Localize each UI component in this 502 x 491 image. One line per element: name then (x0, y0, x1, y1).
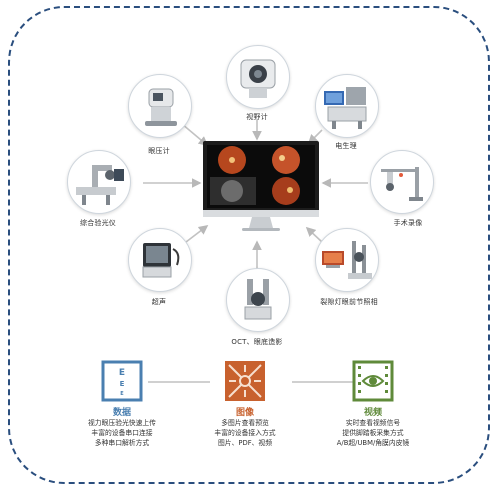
feature-image-line-3: 图片、PDF、视频 (217, 439, 273, 447)
eye-film-icon (352, 360, 394, 402)
feature-video-lines: 实时查看视频信号 提供脚踏板采集方式 A/B超/UBM/角膜内皮镜 (337, 418, 409, 448)
fundus-image-2 (272, 146, 300, 174)
perimeter-label: 视野计 (246, 113, 268, 121)
feature-video-line-1: 实时查看视频信号 (345, 419, 401, 427)
feature-data-line-3: 多种串口解析方式 (94, 439, 150, 447)
slitlamp-label: 裂隙灯眼前节照相 (320, 298, 378, 306)
feature-data-line-1: 视力眼压验光快速上传 (88, 419, 156, 427)
arrow-tonometer (181, 123, 209, 147)
electrophysiology-label: 电生理 (335, 142, 357, 150)
feature-data-lines: 视力眼压验光快速上传 丰富的设备串口连接 多种串口解析方式 (88, 418, 156, 448)
svg-text:E: E (120, 391, 124, 397)
feature-image-lines: 多图片查看预览 丰富的设备接入方式 图片、PDF、视频 (214, 418, 275, 448)
feature-video-line-2: 提供脚踏板采集方式 (342, 429, 404, 437)
divider-left (148, 381, 210, 383)
svg-text:E: E (120, 380, 125, 388)
oct-device (226, 268, 290, 332)
central-monitor (203, 141, 319, 231)
refraction-unit-device (67, 150, 131, 214)
feature-image-line-1: 多图片查看预览 (221, 419, 269, 427)
feature-data-line-2: 丰富的设备串口连接 (91, 429, 153, 437)
divider-right (292, 381, 354, 383)
slitlamp-device (315, 228, 379, 292)
fundus-image-3 (272, 177, 300, 205)
arrow-ultrasound (185, 225, 209, 243)
arrow-slitlamp (305, 226, 323, 243)
refraction-unit-label: 综合验光仪 (80, 219, 116, 227)
feature-video-title: 视频 (363, 408, 383, 418)
tonometer-icon (145, 88, 177, 126)
electrophysiology-device (315, 74, 379, 138)
feature-image-title: 图像 (235, 408, 255, 418)
svg-text:E: E (119, 368, 125, 378)
surgery-recording-device (370, 150, 434, 214)
tonometer-label: 眼压计 (148, 147, 170, 155)
dashed-frame (8, 6, 490, 484)
oct-label: OCT、眼底造影 (231, 338, 283, 346)
tonometer-device (128, 74, 192, 138)
feature-data-title: 数据 (112, 408, 132, 418)
electrophysiology-icon (324, 87, 367, 129)
perimeter-device (226, 45, 290, 109)
slitlamp-icon (322, 241, 372, 279)
feature-video-line-3: A/B超/UBM/角膜内皮镜 (336, 439, 410, 447)
ultrasound-device (128, 228, 192, 292)
surgical-microscope-icon (381, 167, 423, 201)
surgery-recording-label: 手术录像 (393, 219, 423, 227)
image-pattern-icon (225, 361, 265, 401)
perimeter-icon (240, 59, 276, 98)
ultrasound-icon (142, 243, 180, 278)
eye-chart-icon: E E E (101, 360, 143, 402)
oct-icon (244, 279, 272, 320)
feature-image-line-2: 丰富的设备接入方式 (214, 429, 276, 437)
arrow-electrophysiology (307, 129, 323, 145)
refraction-unit-icon (76, 165, 124, 205)
ultrasound-label: 超声 (151, 298, 167, 306)
